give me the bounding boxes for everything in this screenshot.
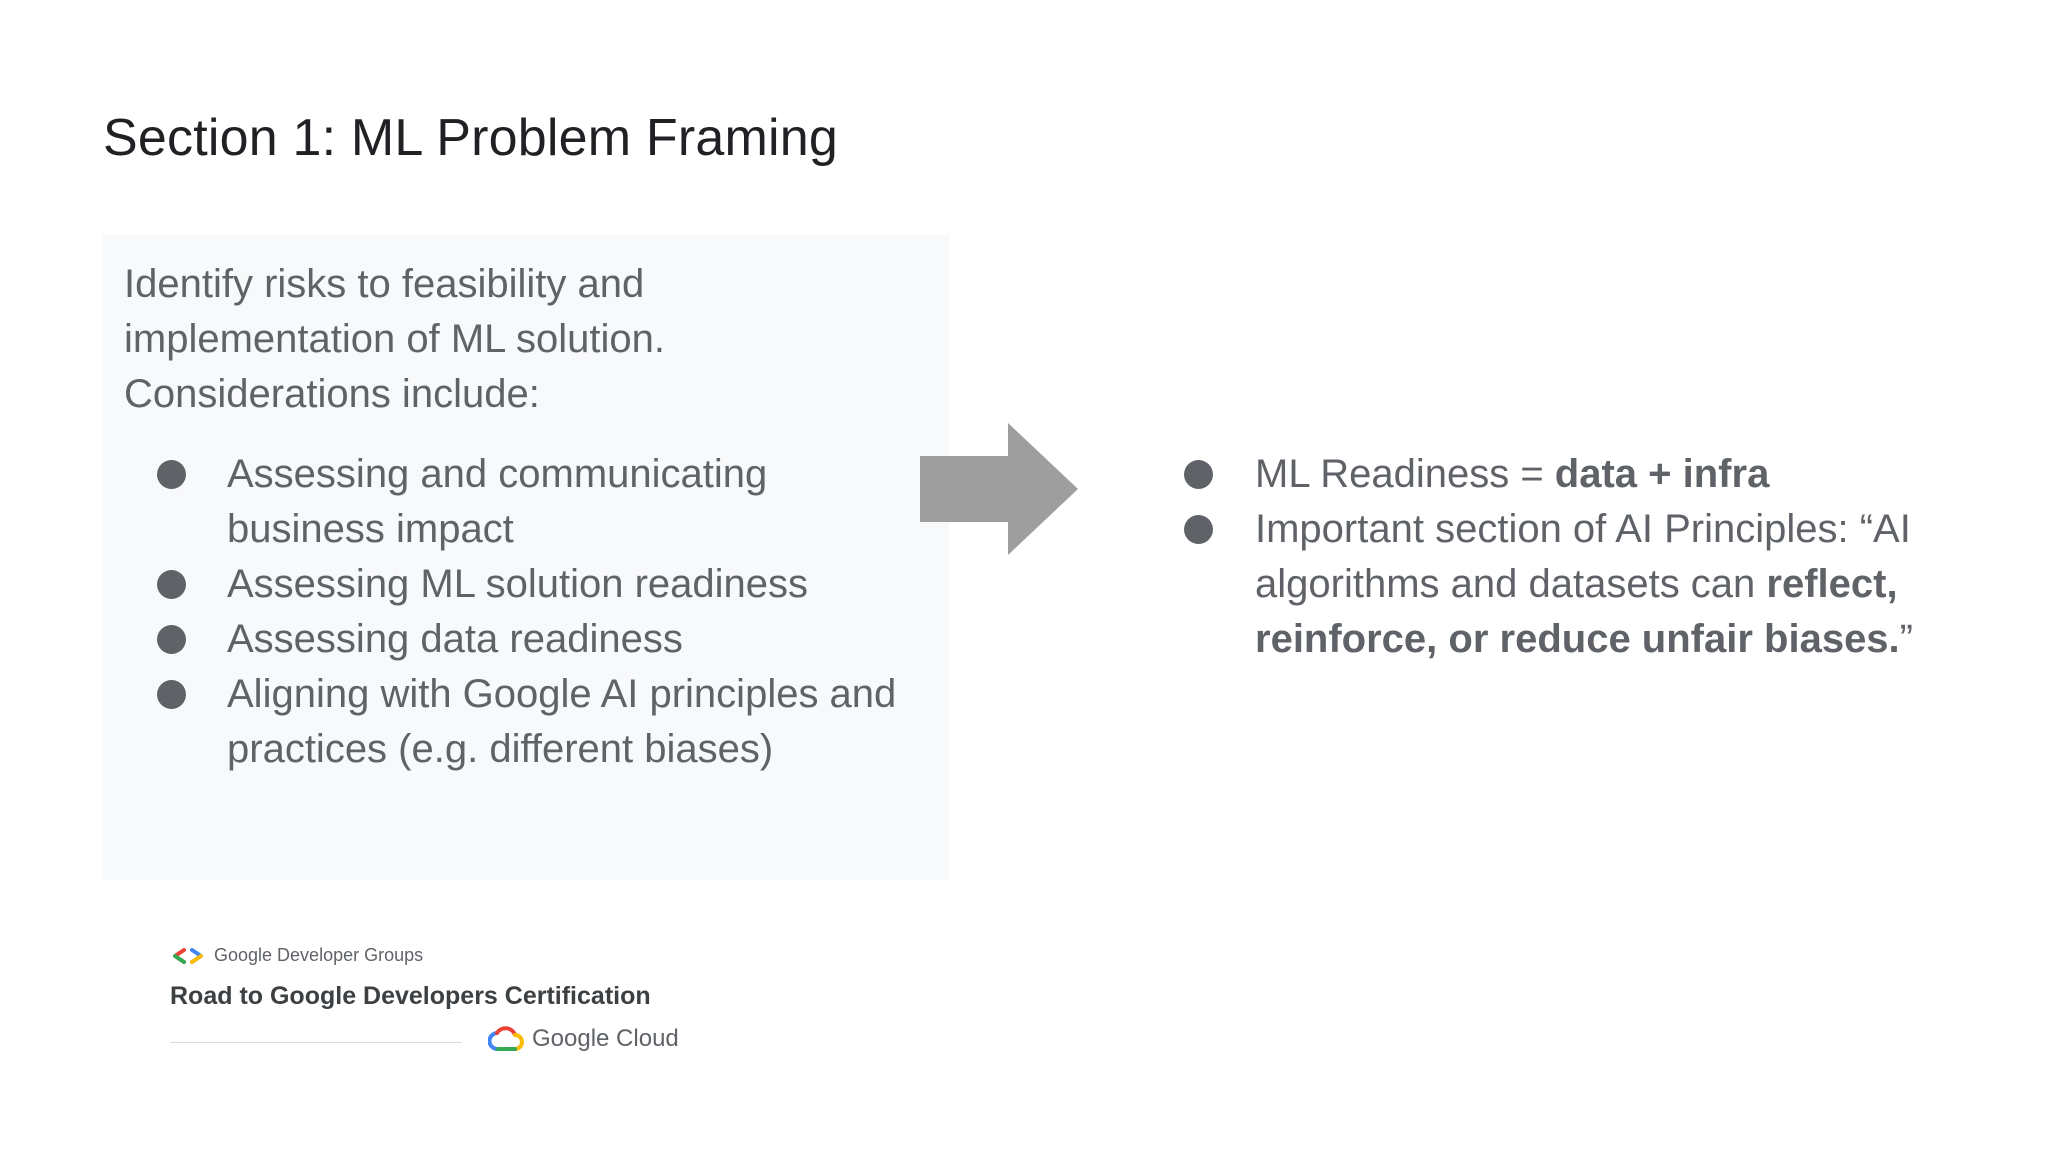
considerations-panel: Identify risks to feasibility and implem… <box>103 235 949 880</box>
list-item-text: ML Readiness = <box>1255 452 1555 496</box>
page-title: Section 1: ML Problem Framing <box>103 109 839 167</box>
list-item-text: Aligning with Google AI principles and p… <box>227 672 897 771</box>
list-item-text: Important section of AI Principles: “AI … <box>1255 507 1911 606</box>
list-item: Aligning with Google AI principles and p… <box>103 667 949 777</box>
bullet-icon <box>157 680 186 709</box>
list-item-bold: data + infra <box>1554 452 1770 496</box>
bullet-icon <box>157 570 186 599</box>
list-item-text: Assessing and communicating business imp… <box>227 452 768 551</box>
certification-title: Road to Google Developers Certification <box>170 982 651 1010</box>
bullet-icon <box>157 625 186 654</box>
list-item: Assessing data readiness <box>103 612 949 667</box>
list-item-text: Assessing ML solution readiness <box>227 562 809 606</box>
list-item-tail: ” <box>1899 617 1913 661</box>
gdg-chevrons-icon <box>173 947 203 964</box>
panel-intro: Identify risks to feasibility and implem… <box>124 262 666 416</box>
logo-divider <box>170 1042 462 1043</box>
google-cloud-label: Google Cloud <box>532 1025 679 1052</box>
cloud-row: Google Cloud <box>488 1025 679 1053</box>
readiness-list: ML Readiness = data + infra Important se… <box>1178 447 1958 667</box>
list-item-bold: reflect, reinforce, or reduce unfair bia… <box>1255 562 1900 661</box>
event-logo: Google Developer Groups Road to Google D… <box>170 945 690 1065</box>
list-item: ML Readiness = data + infra <box>1178 447 1958 502</box>
google-cloud-icon <box>488 1026 524 1051</box>
list-item: Assessing ML solution readiness <box>103 557 949 612</box>
bullet-icon <box>157 460 186 489</box>
bullet-icon <box>1184 515 1213 544</box>
list-item: Important section of AI Principles: “AI … <box>1178 502 1958 667</box>
list-item: Assessing and communicating business imp… <box>103 447 949 557</box>
gdg-row: Google Developer Groups <box>170 945 423 966</box>
gdg-label: Google Developer Groups <box>214 945 424 965</box>
right-arrow-icon <box>920 423 1078 555</box>
bullet-icon <box>1184 460 1213 489</box>
list-item-text: Assessing data readiness <box>227 617 683 661</box>
considerations-list: Assessing and communicating business imp… <box>103 447 949 777</box>
